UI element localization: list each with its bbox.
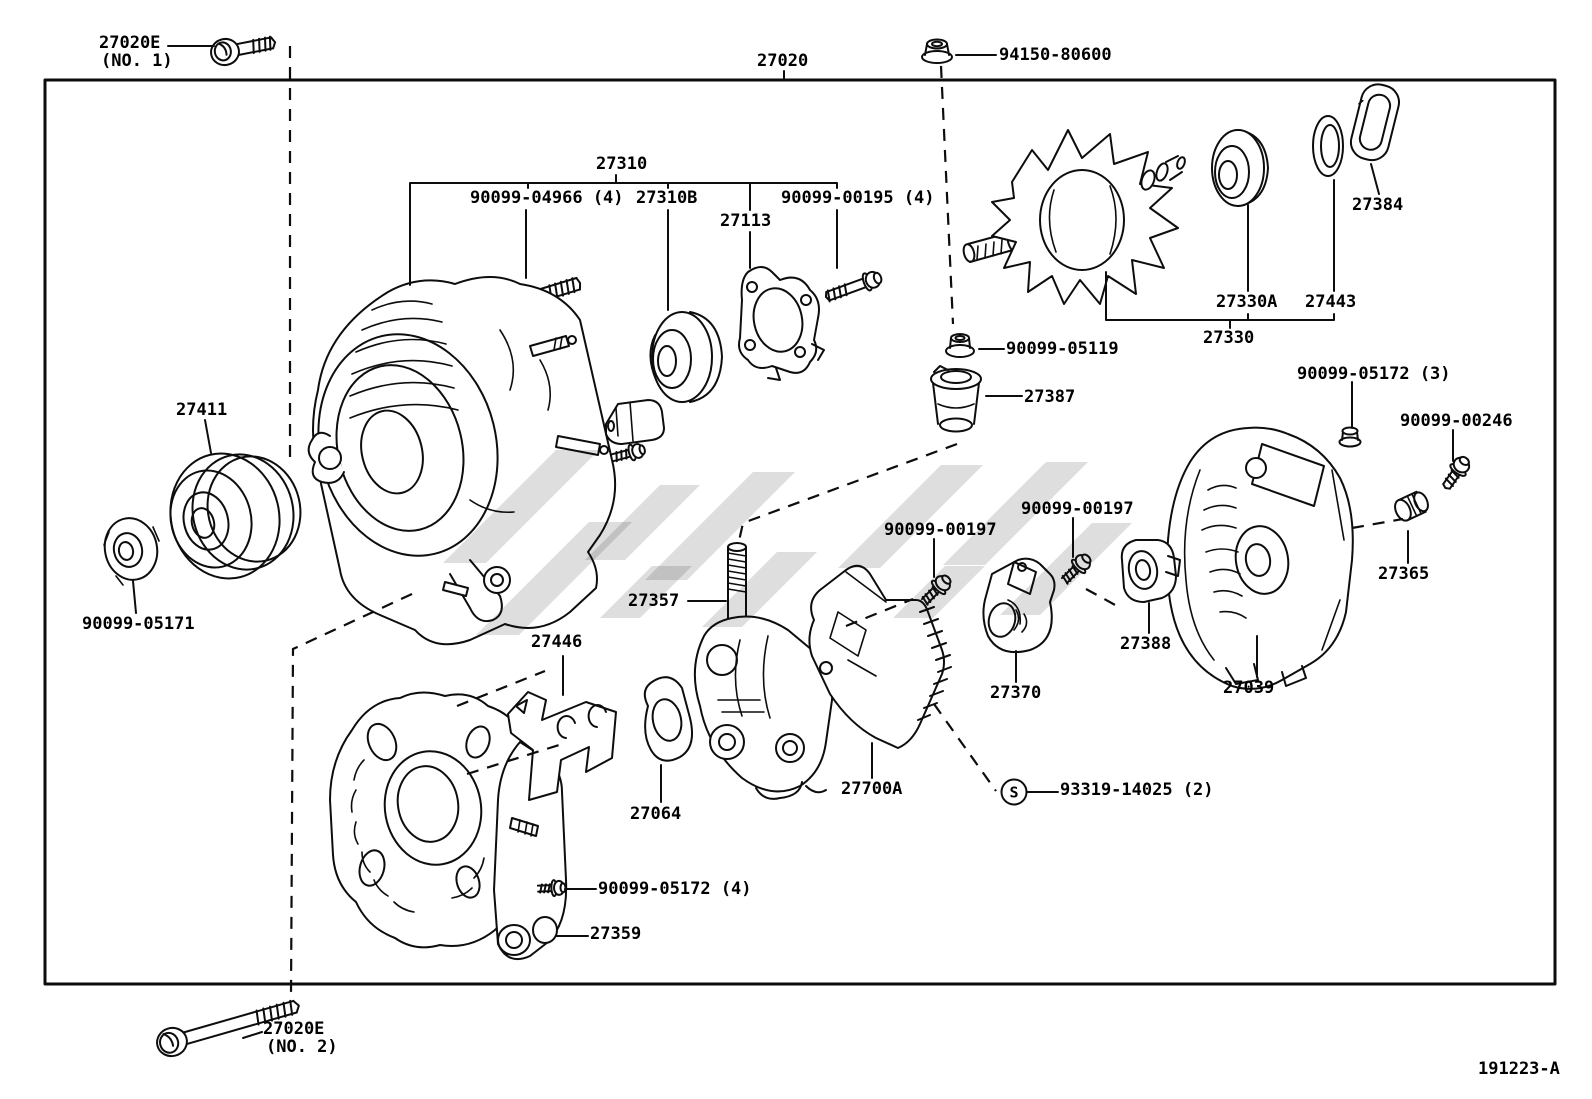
alignment-dashed-lines <box>288 46 1404 995</box>
part-label-27113: 27113 <box>720 211 772 231</box>
screw-90099-05172-4-drawing <box>536 879 567 898</box>
nut-90099-05171-drawing <box>103 517 160 586</box>
watermark-logo <box>443 450 1132 635</box>
part-label-27020e-no2: 27020E <box>263 1019 325 1039</box>
terminal-27389-drawing <box>605 399 665 445</box>
part-label-90099-05171: 90099-05171 <box>82 614 195 634</box>
part-label-27387: 27387 <box>1024 387 1076 407</box>
part-label-90099-05172-3: 90099-05172 (3) <box>1297 364 1451 384</box>
nut-90099-05119-drawing <box>945 333 975 358</box>
part-label-27443: 27443 <box>1305 292 1357 312</box>
insulator-27365-drawing <box>1394 490 1429 522</box>
cover-27388-drawing <box>1120 539 1181 603</box>
front-bracket-27359-drawing <box>329 691 568 960</box>
part-label-27700a: 27700A <box>841 779 903 799</box>
bolt-27020e-no2-drawing <box>156 999 300 1058</box>
bracket-27446-drawing <box>507 691 617 801</box>
alternator-assembly-drawing <box>307 276 617 646</box>
part-label-90099-00246: 90099-00246 <box>1400 411 1513 431</box>
part-label-27310: 27310 <box>596 154 648 174</box>
part-label-27388: 27388 <box>1120 634 1172 654</box>
part-label-27365: 27365 <box>1378 564 1430 584</box>
part-label-94150-80600: 94150-80600 <box>999 45 1112 65</box>
part-label-90099-04966: 90099-04966 (4) <box>470 188 624 208</box>
part-label-27020e-no2-2: (NO. 2) <box>266 1037 338 1057</box>
part-label-90099-00197-left: 90099-00197 <box>884 520 997 540</box>
rear-cover-27039-drawing <box>1166 426 1354 690</box>
rotor-27330-drawing <box>962 129 1186 305</box>
part-label-90099-05172-4: 90099-05172 (4) <box>598 879 752 899</box>
pulley-27411-drawing <box>169 452 302 580</box>
part-label-90099-00195: 90099-00195 (4) <box>781 188 935 208</box>
bearing-27330a-drawing <box>1211 129 1269 207</box>
bolt-27020e-no1-drawing <box>210 35 277 67</box>
part-label-27064: 27064 <box>630 804 682 824</box>
part-label-93319-14025: 93319-14025 (2) <box>1060 780 1214 800</box>
bolt-90099-00195-drawing <box>824 270 883 303</box>
ring-27443-drawing <box>1312 115 1344 177</box>
brush-holder-assembly-drawing <box>693 615 834 800</box>
part-label-27359: 27359 <box>590 924 642 944</box>
part-label-27020e-no1: 27020E <box>99 33 161 53</box>
part-label-90099-00197-right: 90099-00197 <box>1021 499 1134 519</box>
bolt-90099-00246-drawing <box>1442 455 1471 490</box>
part-label-27384: 27384 <box>1352 195 1404 215</box>
leader-lines <box>132 45 1454 1039</box>
part-label-27446: 27446 <box>531 632 583 652</box>
screw-90099-00243-drawing <box>610 443 646 463</box>
bearing-27310b-drawing <box>649 311 723 403</box>
part-label-27411: 27411 <box>176 400 228 420</box>
part-label-27020: 27020 <box>757 51 809 71</box>
nut-94150-80600-drawing <box>921 38 953 64</box>
part-label-27020e-no1-2: (NO. 1) <box>101 51 173 71</box>
diagram-border <box>43 78 1557 986</box>
nut-90099-05172-3-drawing <box>1338 426 1362 448</box>
gasket-27064-drawing <box>643 676 693 762</box>
part-label-27357: 27357 <box>628 591 680 611</box>
part-label-27310b: 27310B <box>636 188 698 208</box>
part-label-90099-05119: 90099-05119 <box>1006 339 1119 359</box>
s-marker-letter: S <box>1009 783 1019 802</box>
insulator-27387-drawing <box>930 365 982 433</box>
cover-27384-drawing <box>1349 83 1400 162</box>
part-label-27330: 27330 <box>1203 328 1255 348</box>
part-label-27039: 27039 <box>1223 678 1275 698</box>
part-label-27330a: 27330A <box>1216 292 1278 312</box>
retainer-27113-drawing <box>738 266 825 381</box>
part-label-27370: 27370 <box>990 683 1042 703</box>
drawing-code-label: 191223-A <box>1478 1059 1560 1079</box>
